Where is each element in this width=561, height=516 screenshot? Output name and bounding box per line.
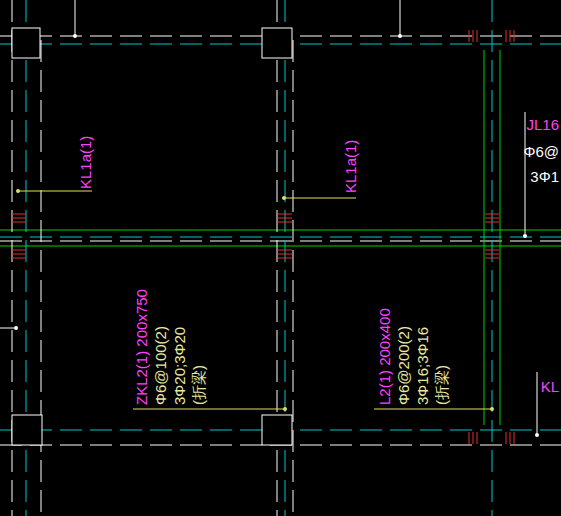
leader-line xyxy=(18,191,492,409)
beam-note: (折梁) xyxy=(190,365,207,405)
leader-dot xyxy=(398,34,402,38)
leader-dot xyxy=(535,433,539,437)
stirrup-spec: Φ6@ xyxy=(523,143,559,160)
beam-edge xyxy=(0,241,561,242)
column xyxy=(12,415,42,445)
rebar-spec: 3Φ20;3Φ20 xyxy=(171,327,188,405)
column xyxy=(262,28,292,58)
beam-name: L2(1) 200x400 xyxy=(376,308,393,405)
beam-name: KL xyxy=(541,378,559,395)
rebar-spec: 3Φ16;3Φ16 xyxy=(414,327,431,405)
column xyxy=(12,28,40,58)
beam-name: JL16 xyxy=(526,116,559,133)
beam-edge xyxy=(484,50,485,425)
leader-line xyxy=(537,372,538,435)
leader-dot xyxy=(73,34,77,38)
beam-edge xyxy=(500,50,501,425)
column xyxy=(262,415,292,445)
beam-edge xyxy=(0,230,561,231)
stirrup-spec: Φ6@100(2) xyxy=(152,326,169,405)
rebar-spec: 3Φ1 xyxy=(530,168,559,185)
leader-line xyxy=(0,328,14,329)
beam-edge xyxy=(0,246,561,247)
leader-dot xyxy=(14,326,18,330)
leader-dot xyxy=(523,234,527,238)
beam-axis xyxy=(0,237,561,238)
leader-line xyxy=(400,0,401,36)
hatch-mark xyxy=(12,30,514,444)
beam-name: KL1a(1) xyxy=(342,140,359,193)
beam-name: KL1a(1) xyxy=(77,136,94,189)
beam-note: (折梁) xyxy=(433,365,450,405)
leader-line xyxy=(75,0,76,36)
leader-line xyxy=(525,112,526,236)
leader-dot xyxy=(16,189,494,411)
stirrup-spec: Φ6@200(2) xyxy=(395,326,412,405)
beam-name: ZKL2(1) 200x750 xyxy=(133,289,150,405)
beam-edge xyxy=(293,40,294,516)
